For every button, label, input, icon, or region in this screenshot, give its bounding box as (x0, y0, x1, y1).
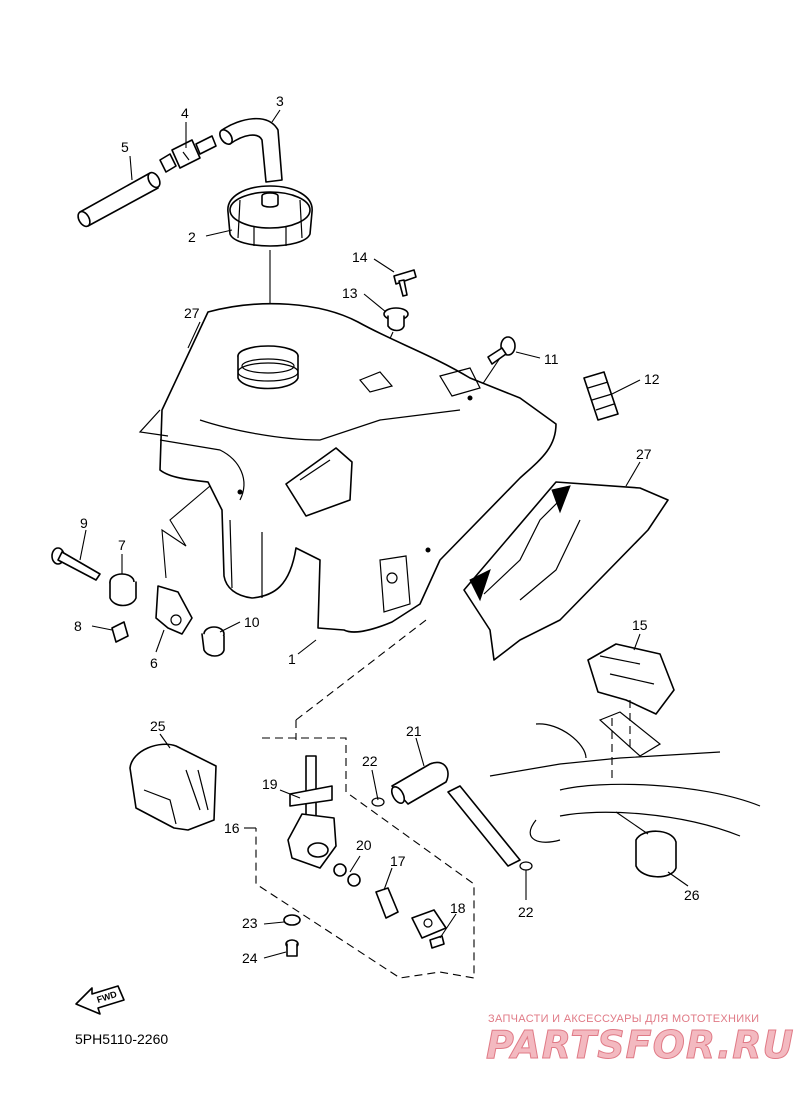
washer-23-part (283, 914, 301, 926)
fwd-arrow-icon: FWD (75, 985, 125, 1015)
callout-11: 11 (544, 351, 559, 367)
callout-3: 3 (276, 93, 284, 109)
frame-phantom-part (489, 700, 761, 843)
callout-26: 26 (684, 887, 700, 903)
side-cover-right-part (463, 481, 669, 661)
callout-23: 23 (242, 915, 258, 931)
callout-27-left: 27 (184, 305, 200, 321)
screw-14-part (393, 269, 417, 297)
callout-22-upper: 22 (362, 753, 378, 769)
damper-26-part (635, 830, 677, 878)
tank-cap-hose-part (219, 117, 283, 183)
callout-18: 18 (450, 900, 466, 916)
fuel-tank-cap-part (227, 185, 313, 247)
callout-9: 9 (80, 515, 88, 531)
fuel-pipe-part (447, 785, 521, 867)
plate-18-part (411, 909, 447, 949)
callout-6: 6 (150, 655, 158, 671)
drawing-code: 5PH5110-2260 (75, 1031, 168, 1047)
fuel-cock-assembly-boundary (255, 737, 475, 979)
fuel-cock-19-part (287, 755, 337, 869)
callout-25: 25 (150, 718, 166, 734)
callout-5: 5 (121, 139, 129, 155)
damper-7-part (109, 573, 137, 607)
damper-12-part (583, 371, 619, 421)
watermark-site: PARTSFOR.RU (486, 1023, 794, 1067)
callout-19: 19 (262, 776, 278, 792)
collar-13-part (383, 307, 409, 332)
screw-24-part (285, 939, 299, 957)
collar-10-part (201, 626, 225, 657)
o-ring-20-part (333, 863, 361, 887)
callout-8: 8 (74, 618, 82, 634)
callout-14: 14 (352, 249, 368, 265)
fuel-tank-part (159, 302, 557, 633)
callout-27-right: 27 (636, 446, 652, 462)
damper-25-part (129, 743, 217, 831)
bolt-11-part (487, 336, 516, 365)
callout-13: 13 (342, 285, 358, 301)
callout-4: 4 (181, 105, 189, 121)
callout-12: 12 (644, 371, 660, 387)
callout-22-lower: 22 (518, 904, 534, 920)
bolt-9-part (51, 547, 101, 581)
callout-17: 17 (390, 853, 406, 869)
rubber-damper-15-part (587, 643, 675, 715)
bolt-8-part (111, 621, 129, 643)
watermark-tagline: ЗАПЧАСТИ И АКСЕССУАРЫ ДЛЯ МОТОТЕХНИКИ (488, 1013, 759, 1025)
callout-1: 1 (288, 651, 296, 667)
check-valve-part (159, 135, 217, 173)
callout-2: 2 (188, 229, 196, 245)
breather-hose-part (77, 171, 161, 228)
callout-20: 20 (356, 837, 372, 853)
bracket-6-part (155, 585, 193, 635)
callout-7: 7 (118, 537, 126, 553)
callout-15: 15 (632, 617, 648, 633)
callout-10: 10 (244, 614, 260, 630)
callout-21: 21 (406, 723, 422, 739)
callout-24: 24 (242, 950, 258, 966)
callout-16: 16 (224, 820, 240, 836)
knob-17-part (375, 887, 399, 919)
fuel-hose-21-part (390, 761, 449, 805)
